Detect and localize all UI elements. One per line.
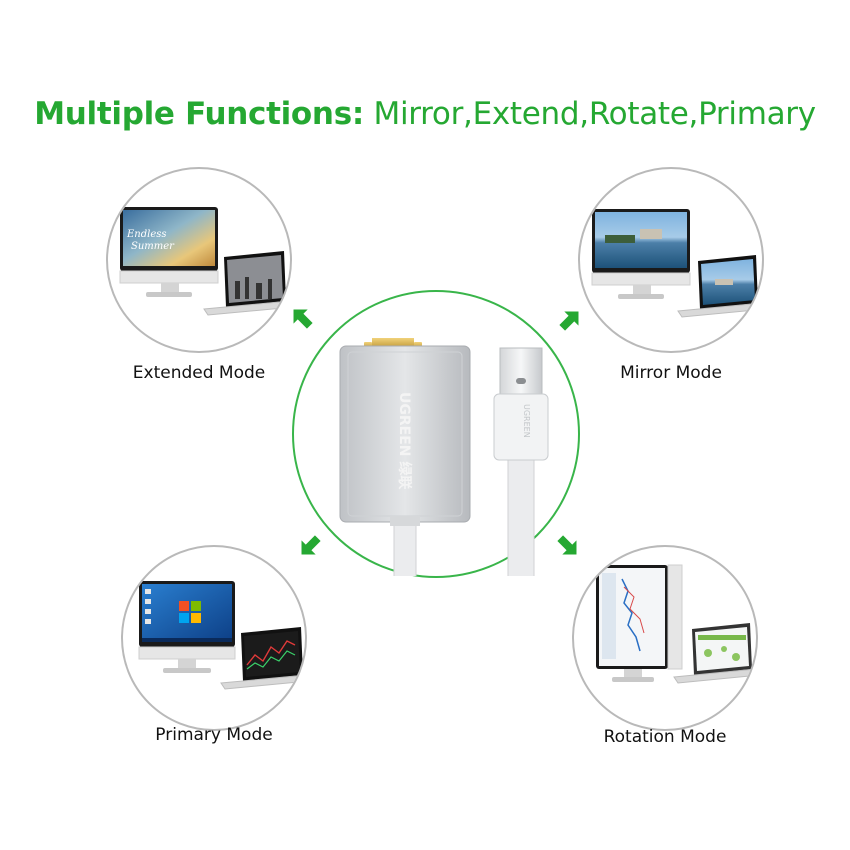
- rotation-mode-circle: [572, 545, 758, 731]
- monitor-icon: [138, 581, 236, 673]
- product-circle: UGREEN 绿联 UGREEN: [292, 290, 580, 578]
- arrow-icon: [301, 535, 321, 555]
- primary-mode-circle: [121, 545, 307, 731]
- screen-text-summer: Summer: [131, 241, 175, 252]
- monitor-icon: [119, 207, 219, 297]
- mirror-mode-circle: [578, 167, 764, 353]
- arrow-icon: [559, 311, 579, 331]
- extended-mode-circle: Endless Summer: [106, 167, 292, 353]
- arrow-icon: [557, 535, 577, 555]
- laptop-icon: [677, 255, 762, 318]
- title-rest: Mirror,Extend,Rotate,Primary: [363, 96, 817, 132]
- title-bold: Multiple Functions:: [34, 96, 364, 132]
- extended-mode-label: Extended Mode: [132, 363, 266, 383]
- monitor-icon: [596, 564, 683, 682]
- mirror-mode-label: Mirror Mode: [620, 363, 722, 383]
- laptop-icon: [673, 623, 756, 684]
- screen-text-endless: Endless: [126, 229, 167, 240]
- monitor-icon: [591, 209, 691, 299]
- usb-plug-icon: UGREEN: [493, 347, 549, 461]
- primary-mode-label: Primary Mode: [155, 725, 273, 745]
- laptop-icon: [220, 627, 305, 690]
- arrow-icon: [293, 309, 313, 329]
- adapter-icon: [339, 345, 471, 526]
- page-title: Multiple Functions: Mirror,Extend,Rotate…: [0, 96, 850, 132]
- laptop-icon: [203, 251, 290, 316]
- rotation-mode-label: Rotation Mode: [603, 727, 727, 747]
- svg-text:UGREEN: UGREEN: [522, 404, 531, 438]
- brand-text: UGREEN 绿联: [396, 392, 413, 490]
